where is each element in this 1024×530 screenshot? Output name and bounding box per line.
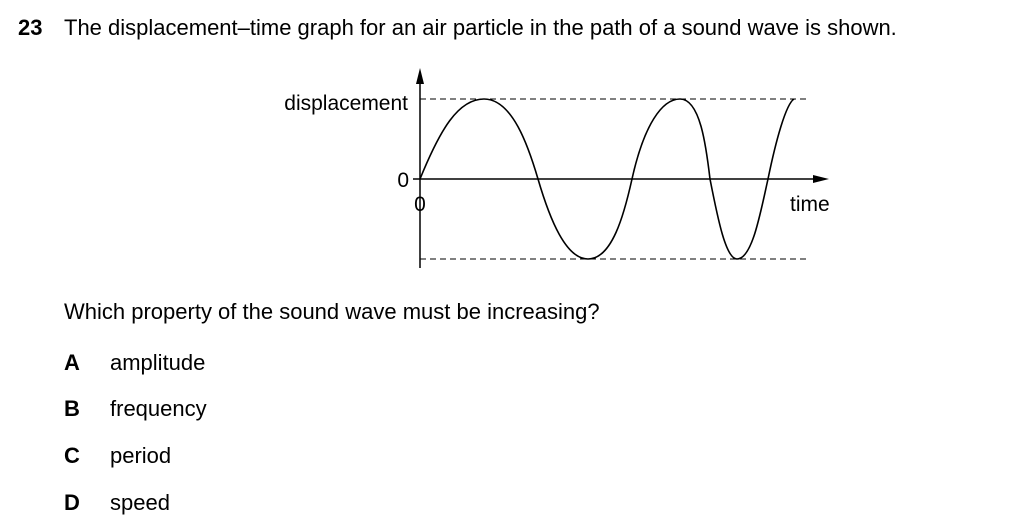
option-letter: A <box>64 350 80 375</box>
option-letter: B <box>64 396 80 421</box>
x-axis-label: time <box>790 193 830 216</box>
x-origin-label: 0 <box>414 193 426 216</box>
option-letter: C <box>64 443 80 468</box>
y-axis-label: displacement <box>284 92 408 115</box>
question-number: 23 <box>18 15 43 40</box>
option-text: speed <box>110 490 170 515</box>
x-axis-arrow <box>813 175 829 183</box>
displacement-time-graph: displacement time 0 0 <box>284 68 830 268</box>
option-text: period <box>110 443 172 468</box>
y-axis-arrow <box>416 68 424 84</box>
option-text: amplitude <box>110 350 206 375</box>
y-origin-label: 0 <box>397 169 409 192</box>
question-prompt: Which property of the sound wave must be… <box>64 299 600 324</box>
wave-curve <box>419 98 795 260</box>
option-letter: D <box>64 490 80 515</box>
option-text: frequency <box>110 396 207 421</box>
question-text: The displacement–time graph for an air p… <box>64 15 897 40</box>
